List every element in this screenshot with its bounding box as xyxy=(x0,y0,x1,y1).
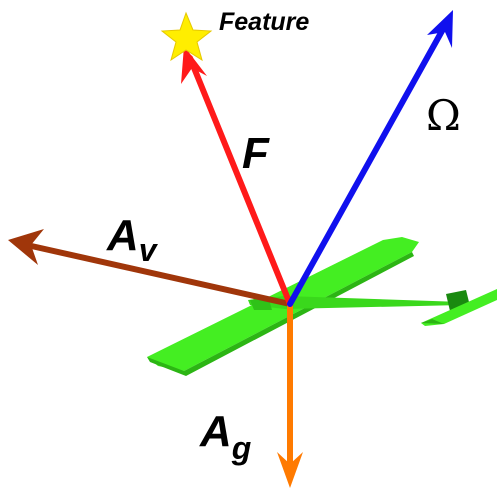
omega-vector xyxy=(287,10,453,307)
airspeed-acceleration-label: Av xyxy=(106,211,159,268)
aircraft xyxy=(147,237,497,376)
aircraft-fuselage xyxy=(248,296,462,309)
gravity-acceleration-label-main: A xyxy=(199,407,232,456)
gravity-acceleration-arrowhead xyxy=(277,452,303,488)
aircraft-tail-stabilizer xyxy=(421,289,497,326)
airspeed-acceleration-arrowhead xyxy=(8,229,44,265)
omega-label: Ω xyxy=(426,91,461,140)
feature-label: Feature xyxy=(219,8,309,36)
aircraft-tail-stabilizer-shade xyxy=(421,319,444,324)
airspeed-acceleration-vector xyxy=(8,229,293,307)
omega-arrowhead xyxy=(427,10,453,48)
airspeed-acceleration-label-sub: v xyxy=(139,232,159,268)
gravity-acceleration-label: Ag xyxy=(199,407,251,466)
force-label: F xyxy=(242,129,270,178)
force-arrowhead xyxy=(181,46,207,84)
gravity-acceleration-vector xyxy=(277,301,303,488)
gravity-acceleration-label-sub: g xyxy=(231,430,252,466)
force-vector xyxy=(181,46,293,307)
airspeed-acceleration-label-main: A xyxy=(106,211,139,260)
star-icon xyxy=(160,11,213,62)
